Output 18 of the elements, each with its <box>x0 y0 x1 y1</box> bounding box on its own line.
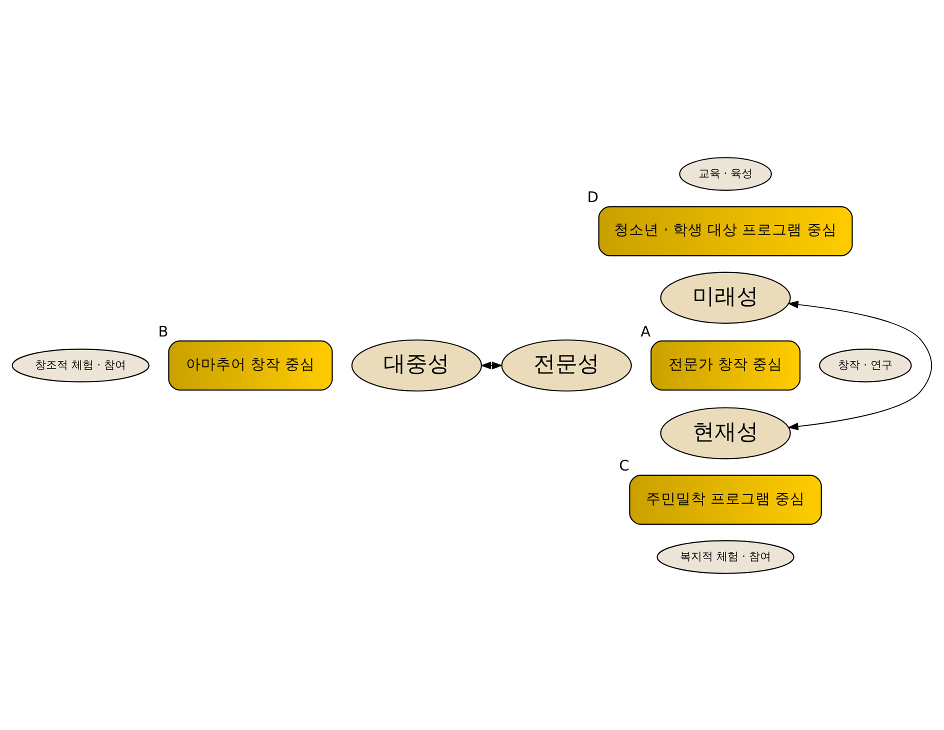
node-label: C <box>619 458 630 474</box>
node-label: D <box>587 189 598 206</box>
node-ellipse: 창작 · 연구 <box>819 348 912 382</box>
node-box: 전문가 창작 중심 <box>650 340 801 390</box>
node-ellipse: 창조적 체험 · 참여 <box>12 348 150 382</box>
node-box: 주민밀착 프로그램 중심 <box>629 474 822 524</box>
arrow <box>787 300 932 430</box>
arrow <box>480 361 503 369</box>
node-box: 청소년 · 학생 대상 프로그램 중심 <box>598 206 853 256</box>
node-ellipse: 대중성 <box>351 338 482 392</box>
node-label: B <box>158 324 168 340</box>
node-ellipse: 교육 · 육성 <box>679 156 772 190</box>
node-ellipse: 복지적 체험 · 참여 <box>656 540 794 574</box>
node-ellipse: 미래성 <box>660 271 791 324</box>
node-ellipse: 현재성 <box>660 406 791 459</box>
node-box: 아마추어 창작 중심 <box>168 340 333 390</box>
node-label: A <box>640 324 651 340</box>
node-ellipse: 전문성 <box>501 338 632 392</box>
